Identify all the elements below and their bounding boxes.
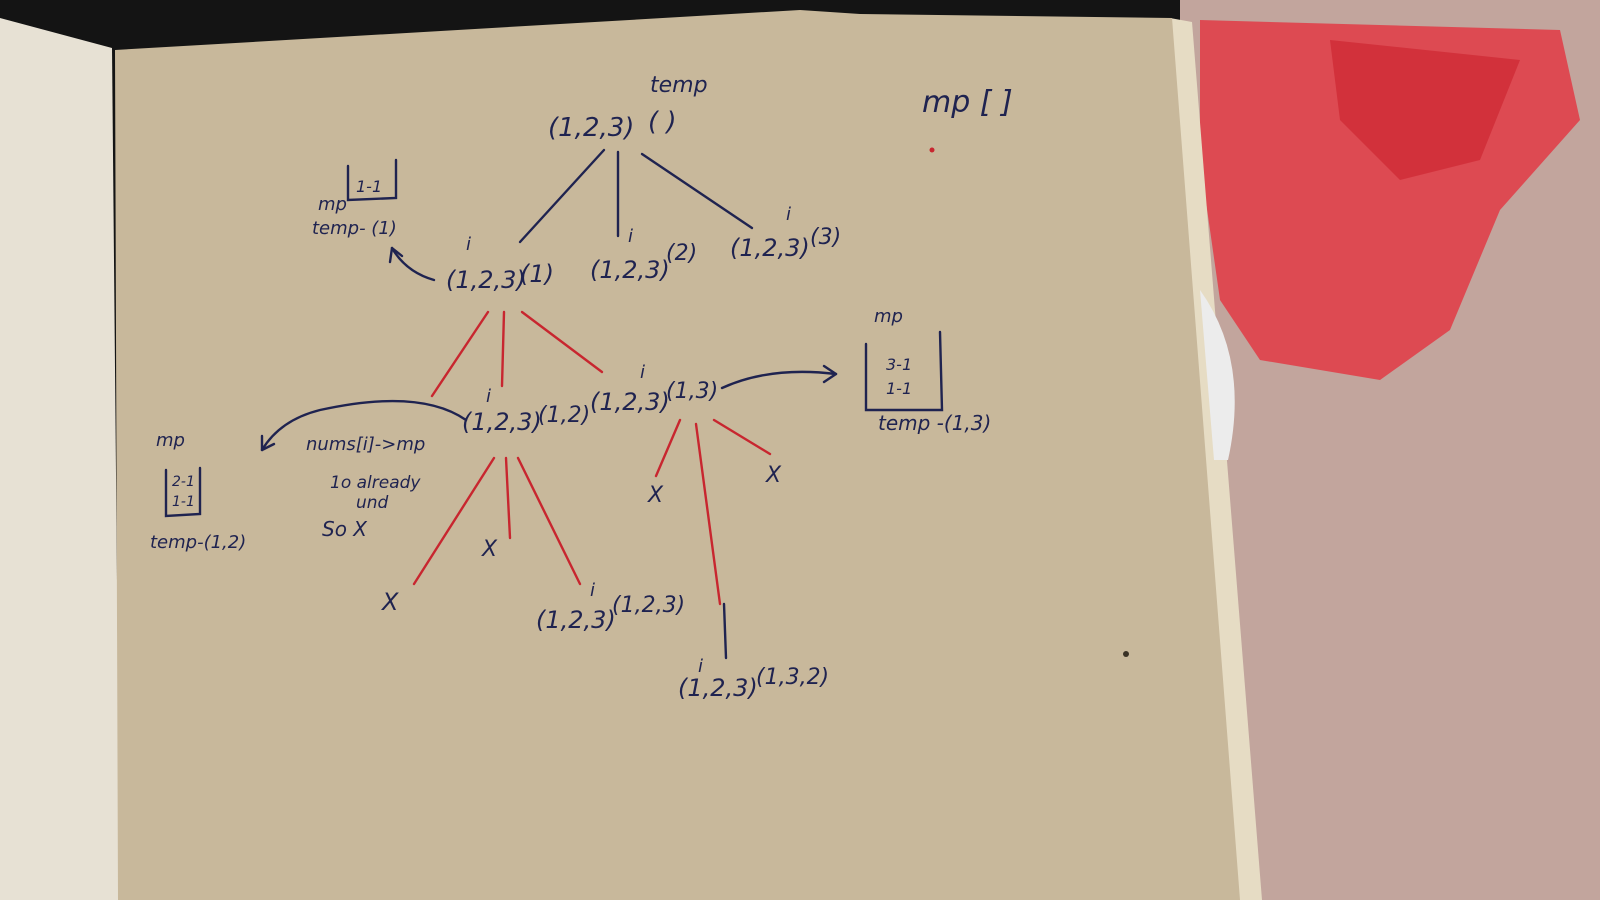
level3-temp-1: (1,2,3) [612, 593, 685, 618]
level1-temp-2: (2) [666, 241, 697, 266]
level3-state-1: (1,2,3) [536, 606, 616, 634]
ink-dot [1123, 651, 1129, 657]
root-temp: ( ) [648, 107, 677, 137]
level1-state-1: (1,2,3) [446, 266, 526, 294]
note-line-3: und [356, 493, 389, 513]
mp-label-top-left: mp [318, 194, 347, 215]
level1-temp-1: (1) [520, 260, 554, 288]
index-marker-3: i [786, 204, 791, 225]
level2-temp-2: (1,3) [666, 379, 718, 404]
mp-box-right [864, 330, 944, 412]
temp-line-top-left: temp- (1) [312, 218, 397, 239]
edge-red-f [516, 456, 582, 586]
edge-red-i [712, 418, 772, 456]
edge-red-e [504, 456, 512, 540]
kraft-page [115, 10, 1240, 900]
pruned-x-4: X [765, 463, 782, 488]
edge-red-c [520, 310, 604, 374]
level1-temp-3: (3) [810, 225, 841, 250]
note-line-2: 1o already [330, 473, 421, 493]
index-marker-5: i [640, 362, 645, 383]
pruned-x-1: X [380, 588, 399, 616]
left-page [0, 18, 120, 900]
level1-state-2: (1,2,3) [590, 256, 670, 284]
pruned-x-3: X [647, 483, 664, 508]
arrow-to-right-box [720, 370, 838, 390]
mp-line-mid-left-1: 2-1 [172, 474, 195, 490]
edge-to-132 [722, 602, 728, 660]
top-temp-label: temp [650, 73, 708, 98]
mp-content-top-left: 1-1 [356, 177, 382, 196]
edge-red-d [412, 456, 496, 586]
temp-line-right: temp -(1,3) [878, 411, 991, 435]
mp-line-right-2: 1-1 [886, 379, 912, 398]
index-marker-4: i [486, 386, 491, 407]
mp-header: mp [ ] [922, 85, 1013, 120]
arrow-to-mid-left [260, 399, 468, 452]
index-marker-7: i [698, 656, 703, 677]
root-state: (1,2,3) [548, 113, 634, 143]
mp-label-right: mp [874, 306, 903, 327]
edge-root-child1 [518, 148, 606, 244]
level3-temp-2: (1,3,2) [756, 665, 829, 690]
level2-state-1: (1,2,3) [462, 408, 542, 436]
temp-line-mid-left: temp-(1,2) [150, 532, 246, 553]
arrow-to-top-left [390, 246, 436, 282]
mp-label-mid-left: mp [156, 430, 185, 451]
red-dot [929, 147, 935, 153]
edge-red-h [694, 422, 722, 606]
pruned-x-2: X [481, 537, 498, 562]
level1-state-3: (1,2,3) [730, 234, 810, 262]
note-line-4: So X [322, 517, 368, 541]
index-marker-2: i [628, 226, 633, 247]
mp-box-mid-left [164, 466, 202, 518]
edge-red-b [500, 310, 506, 388]
level2-temp-1: (1,2) [538, 403, 590, 428]
edge-red-g [654, 418, 682, 478]
mp-line-right-1: 3-1 [886, 355, 912, 374]
level2-state-2: (1,2,3) [590, 388, 670, 416]
level3-state-2: (1,2,3) [678, 674, 758, 702]
mp-line-mid-left-2: 1-1 [172, 494, 195, 510]
note-line-1: nums[i]->mp [306, 434, 425, 455]
index-marker-1: i [466, 234, 471, 255]
edge-red-a [430, 310, 490, 398]
edge-root-child3 [640, 152, 754, 230]
mp-box-top-left [346, 158, 398, 202]
index-marker-6: i [590, 580, 595, 601]
